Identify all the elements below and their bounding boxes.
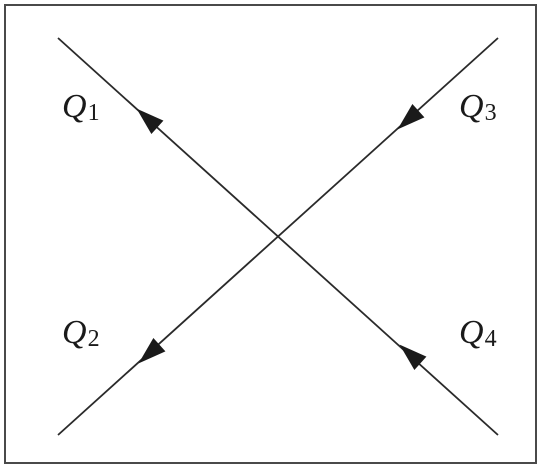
label-q3-letter: Q [459,88,484,125]
arrow-toward-q2 [138,337,166,364]
label-q4-subscript: 4 [484,326,497,352]
label-q3-subscript: 3 [484,100,497,126]
arrow-from-q3 [397,103,425,130]
label-q4: Q4 [459,314,497,352]
arrow-from-q4 [399,344,427,371]
label-q1: Q1 [62,88,100,126]
diagonal-line-q3-q2 [57,37,499,436]
diagram-frame [4,4,537,464]
label-q3: Q3 [459,88,497,126]
label-q2: Q2 [62,314,100,352]
arrow-toward-q1 [136,108,164,135]
label-q1-letter: Q [62,88,87,125]
label-q4-letter: Q [459,314,484,351]
label-q2-letter: Q [62,314,87,351]
label-q1-subscript: 1 [87,100,100,126]
label-q2-subscript: 2 [87,326,100,352]
